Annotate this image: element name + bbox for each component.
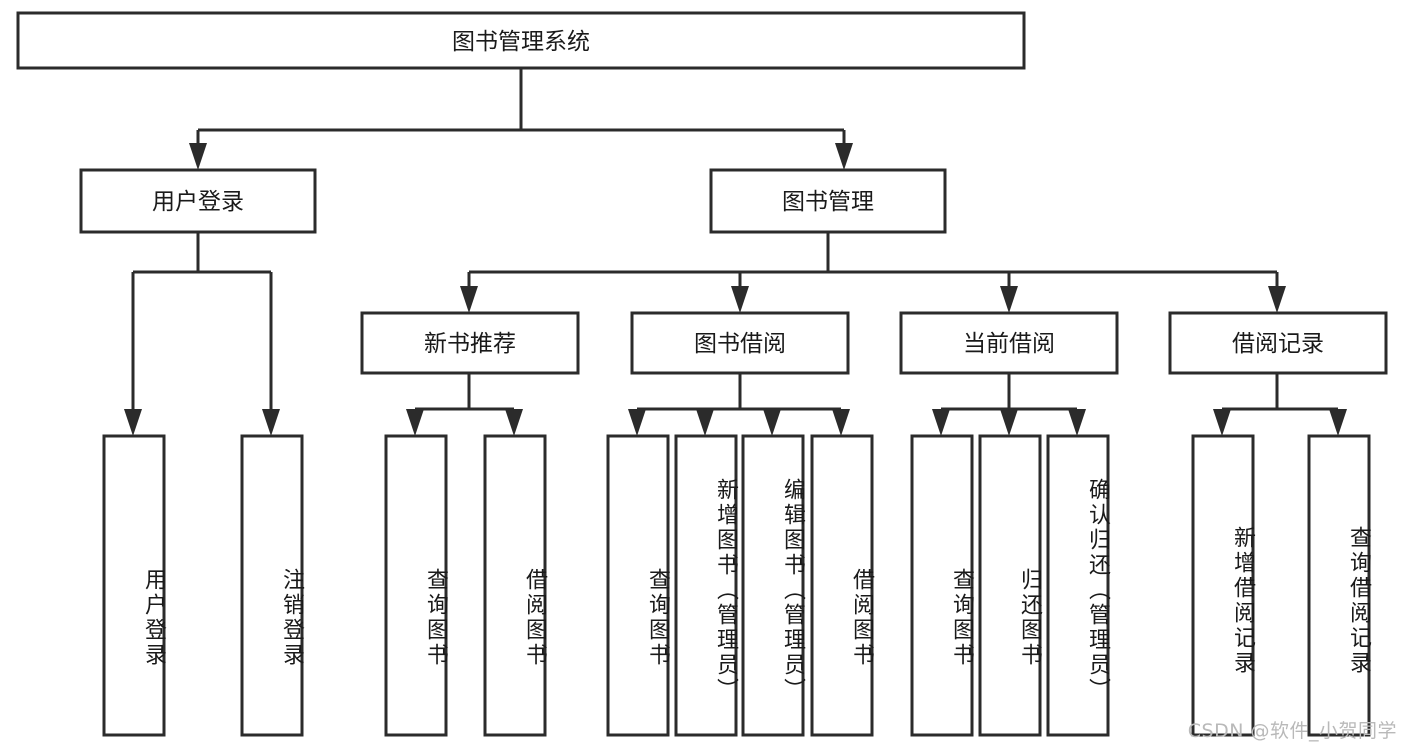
leaf-box-return-book[interactable] (978, 434, 1042, 737)
connector-newbook-to-leaves (406, 373, 523, 436)
arrow-head-icon (262, 409, 280, 436)
node-label-user-login: 用户登录 (152, 189, 244, 215)
arrow-head-icon (124, 409, 142, 436)
arrow-head-icon (731, 286, 749, 313)
node-label-borrow-record: 借阅记录 (1232, 331, 1324, 357)
node-label-current-borrow: 当前借阅 (963, 331, 1055, 357)
leaf-box-borrow-book[interactable] (810, 434, 874, 737)
leaf-box-user-login[interactable] (102, 434, 166, 737)
leaf-box-add-borrow-record[interactable] (1191, 434, 1255, 737)
arrow-head-icon (189, 143, 207, 170)
arrow-head-icon (763, 409, 781, 436)
arrow-head-icon (1268, 286, 1286, 313)
arrow-head-icon (835, 143, 853, 170)
leaf-box-query-book-newbook[interactable] (384, 434, 448, 737)
arrow-head-icon (832, 409, 850, 436)
node-label-root: 图书管理系统 (452, 29, 590, 55)
leaf-box-logout[interactable] (240, 434, 304, 737)
node-root-book-management-system[interactable]: 图书管理系统 (16, 11, 1026, 70)
connector-record-to-leaves (1213, 373, 1347, 436)
csdn-watermark: CSDN @软件_小贺同学 (1187, 720, 1397, 742)
leaf-box-confirm-return-admin[interactable] (1046, 434, 1110, 737)
arrow-head-icon (1329, 409, 1347, 436)
arrow-head-icon (460, 286, 478, 313)
node-book-management[interactable]: 图书管理 (709, 168, 947, 234)
node-borrow-record[interactable]: 借阅记录 (1168, 311, 1388, 375)
arrow-head-icon (1213, 409, 1231, 436)
leaf-box-query-book-current[interactable] (910, 434, 974, 737)
node-new-book-recommend[interactable]: 新书推荐 (360, 311, 580, 375)
node-label-book-management: 图书管理 (782, 189, 874, 215)
leaf-box-query-book-borrow[interactable] (606, 434, 670, 737)
arrow-head-icon (1068, 409, 1086, 436)
connector-root-to-level2 (189, 68, 853, 170)
arrow-head-icon (932, 409, 950, 436)
leaf-box-add-book-admin[interactable] (674, 434, 738, 737)
leaf-box-query-borrow-record[interactable] (1307, 434, 1371, 737)
arrow-head-icon (628, 409, 646, 436)
connector-bookmgmt-to-level3 (460, 232, 1286, 313)
node-label-new-book-recommend: 新书推荐 (424, 331, 516, 357)
connector-current-to-leaves (932, 373, 1086, 436)
node-label-book-borrow: 图书借阅 (694, 331, 786, 357)
connector-borrow-to-leaves (628, 373, 850, 436)
leaf-box-borrow-book-newbook[interactable] (483, 434, 547, 737)
arrow-head-icon (406, 409, 424, 436)
connector-userlogin-to-leaves (124, 232, 280, 436)
leaf-box-edit-book-admin[interactable] (741, 434, 805, 737)
arrow-head-icon (1000, 409, 1018, 436)
node-user-login[interactable]: 用户登录 (79, 168, 317, 234)
arrow-head-icon (505, 409, 523, 436)
arrow-head-icon (1000, 286, 1018, 313)
node-book-borrow[interactable]: 图书借阅 (630, 311, 850, 375)
node-current-borrow[interactable]: 当前借阅 (899, 311, 1119, 375)
arrow-head-icon (696, 409, 714, 436)
